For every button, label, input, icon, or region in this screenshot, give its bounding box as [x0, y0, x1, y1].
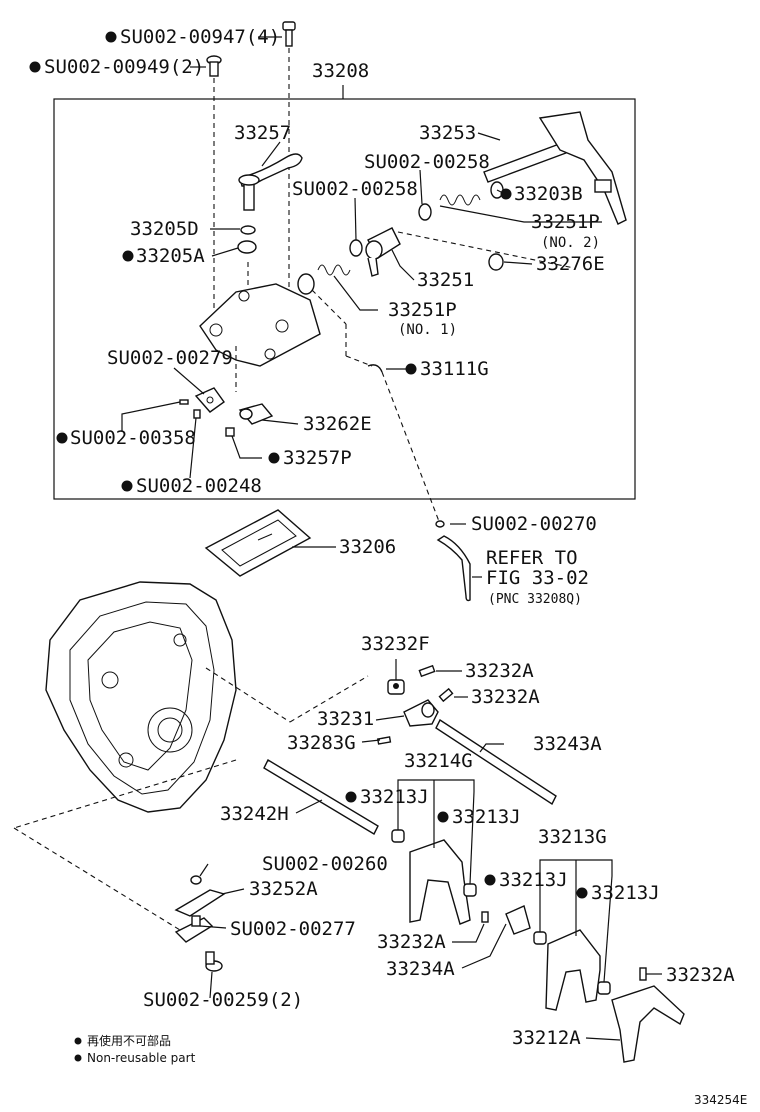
gasket-icon-33206 — [204, 509, 312, 577]
pin-icon-33232a-1 — [418, 664, 436, 678]
legend-dot-1 — [74, 1037, 82, 1045]
label-su002-00270: SU002-00270 — [471, 513, 597, 535]
lever-icon-33257 — [238, 153, 303, 211]
label-33206: 33206 — [339, 536, 396, 558]
hose-icon-33111g — [367, 364, 383, 373]
assembly-box-33208 — [53, 98, 636, 500]
label-su002-00258-a: SU002-00258 — [364, 151, 490, 173]
label-su002-00258-b: SU002-00258 — [292, 178, 418, 200]
label-33243a: 33243A — [533, 733, 602, 755]
pin-icon-su00248 — [193, 409, 201, 419]
label-33252a: 33252A — [249, 878, 318, 900]
label-pnc: (PNC 33208Q) — [488, 592, 582, 607]
label-33232a-4: 33232A — [666, 964, 735, 986]
label-33283g: 33283G — [287, 732, 356, 754]
pin-icon-33283g — [376, 736, 392, 745]
legend-jp: 再使用不可部品 — [87, 1033, 171, 1048]
bolt-icon-su00947 — [282, 21, 296, 47]
label-33251p-no1: 33251P — [388, 299, 457, 321]
label-su002-00260: SU002-00260 — [262, 853, 388, 875]
rail-icon-33243a — [435, 718, 557, 806]
label-no1: (NO. 1) — [398, 322, 457, 338]
label-33213g: 33213G — [538, 826, 607, 848]
head-icon-33231 — [403, 699, 439, 727]
detent-icon-33232f — [387, 679, 405, 695]
label-33257p: 33257P — [283, 447, 352, 469]
transmission-case-icon — [45, 581, 237, 813]
label-33205a: 33205A — [136, 245, 205, 267]
label-33213j-4: 33213J — [591, 882, 660, 904]
label-33214g: 33214G — [404, 750, 473, 772]
label-no2: (NO. 2) — [541, 235, 600, 251]
pin-icon-33257p — [225, 427, 235, 437]
label-33242h: 33242H — [220, 803, 289, 825]
label-33231: 33231 — [317, 708, 374, 730]
hose-icon-su00270 — [436, 535, 471, 602]
label-33232a-1: 33232A — [465, 660, 534, 682]
legend-dot-2 — [74, 1054, 82, 1062]
pin-icon-33232a-4 — [639, 967, 647, 981]
label-su002-00358: SU002-00358 — [70, 427, 196, 449]
label-33251: 33251 — [417, 269, 474, 291]
label-33253: 33253 — [419, 122, 476, 144]
label-33212a: 33212A — [512, 1027, 581, 1049]
label-33234a: 33234A — [386, 958, 455, 980]
bracket-icon-33252a — [174, 889, 226, 917]
label-33213j-2: 33213J — [452, 806, 521, 828]
clip-icon-su00260 — [190, 875, 202, 885]
fork-icon-33213g — [533, 929, 611, 1011]
label-33251p-no2: 33251P — [531, 211, 600, 233]
label-su002-00947: SU002-00947(4) — [120, 26, 280, 48]
bracket-icon-su00277 — [174, 915, 214, 943]
bolt-icon-su00949 — [206, 55, 222, 77]
label-su002-00279: SU002-00279 — [107, 347, 233, 369]
pin-icon-su00358 — [179, 399, 189, 405]
label-su002-00248: SU002-00248 — [136, 475, 262, 497]
washer-icon-33205a — [237, 240, 257, 254]
spring-icon-33251p-no1 — [317, 264, 351, 276]
pin-icon-33232a-3 — [481, 911, 489, 923]
label-33213j-1: 33213J — [360, 786, 429, 808]
seal-icon-33276e — [488, 253, 504, 271]
label-33232a-2: 33232A — [471, 686, 540, 708]
legend-en: Non-reusable part — [87, 1051, 196, 1065]
head-icon-33234a — [505, 905, 531, 935]
plate-icon-su00279 — [194, 387, 225, 413]
sleeve-icon-33251 — [365, 227, 401, 277]
label-su002-00259: SU002-00259(2) — [143, 989, 303, 1011]
label-33208: 33208 — [312, 60, 369, 82]
figure-id: 334254E — [694, 1093, 747, 1107]
label-33205d: 33205D — [130, 218, 199, 240]
housing-icon — [199, 283, 321, 367]
seal-icon-su00258-b — [349, 239, 363, 257]
label-su002-00277: SU002-00277 — [230, 918, 356, 940]
label-33213j-3: 33213J — [499, 869, 568, 891]
label-fig: FIG 33-02 — [486, 567, 589, 589]
spring-icon-33251p-no2 — [439, 194, 481, 206]
washer-icon-33205d — [240, 225, 256, 235]
fork-icon-33212a — [611, 985, 685, 1063]
label-33262e: 33262E — [303, 413, 372, 435]
label-33232f: 33232F — [361, 633, 430, 655]
label-33232a-3: 33232A — [377, 931, 446, 953]
label-33111g: 33111G — [420, 358, 489, 380]
lever-icon-33262e — [238, 403, 274, 425]
shaft-icon-33253 — [483, 111, 627, 225]
label-33276e: 33276E — [536, 253, 605, 275]
pin-icon-33232a-2 — [438, 687, 454, 703]
rail-icon-33242h — [263, 759, 379, 835]
label-su002-00949: SU002-00949(2) — [44, 56, 204, 78]
bolt-icon-su00259 — [205, 951, 223, 972]
label-33257: 33257 — [234, 122, 291, 144]
label-33203b: 33203B — [514, 183, 583, 205]
seal-icon-su00258-a — [418, 203, 432, 221]
label-refer-to: REFER TO — [486, 547, 578, 569]
